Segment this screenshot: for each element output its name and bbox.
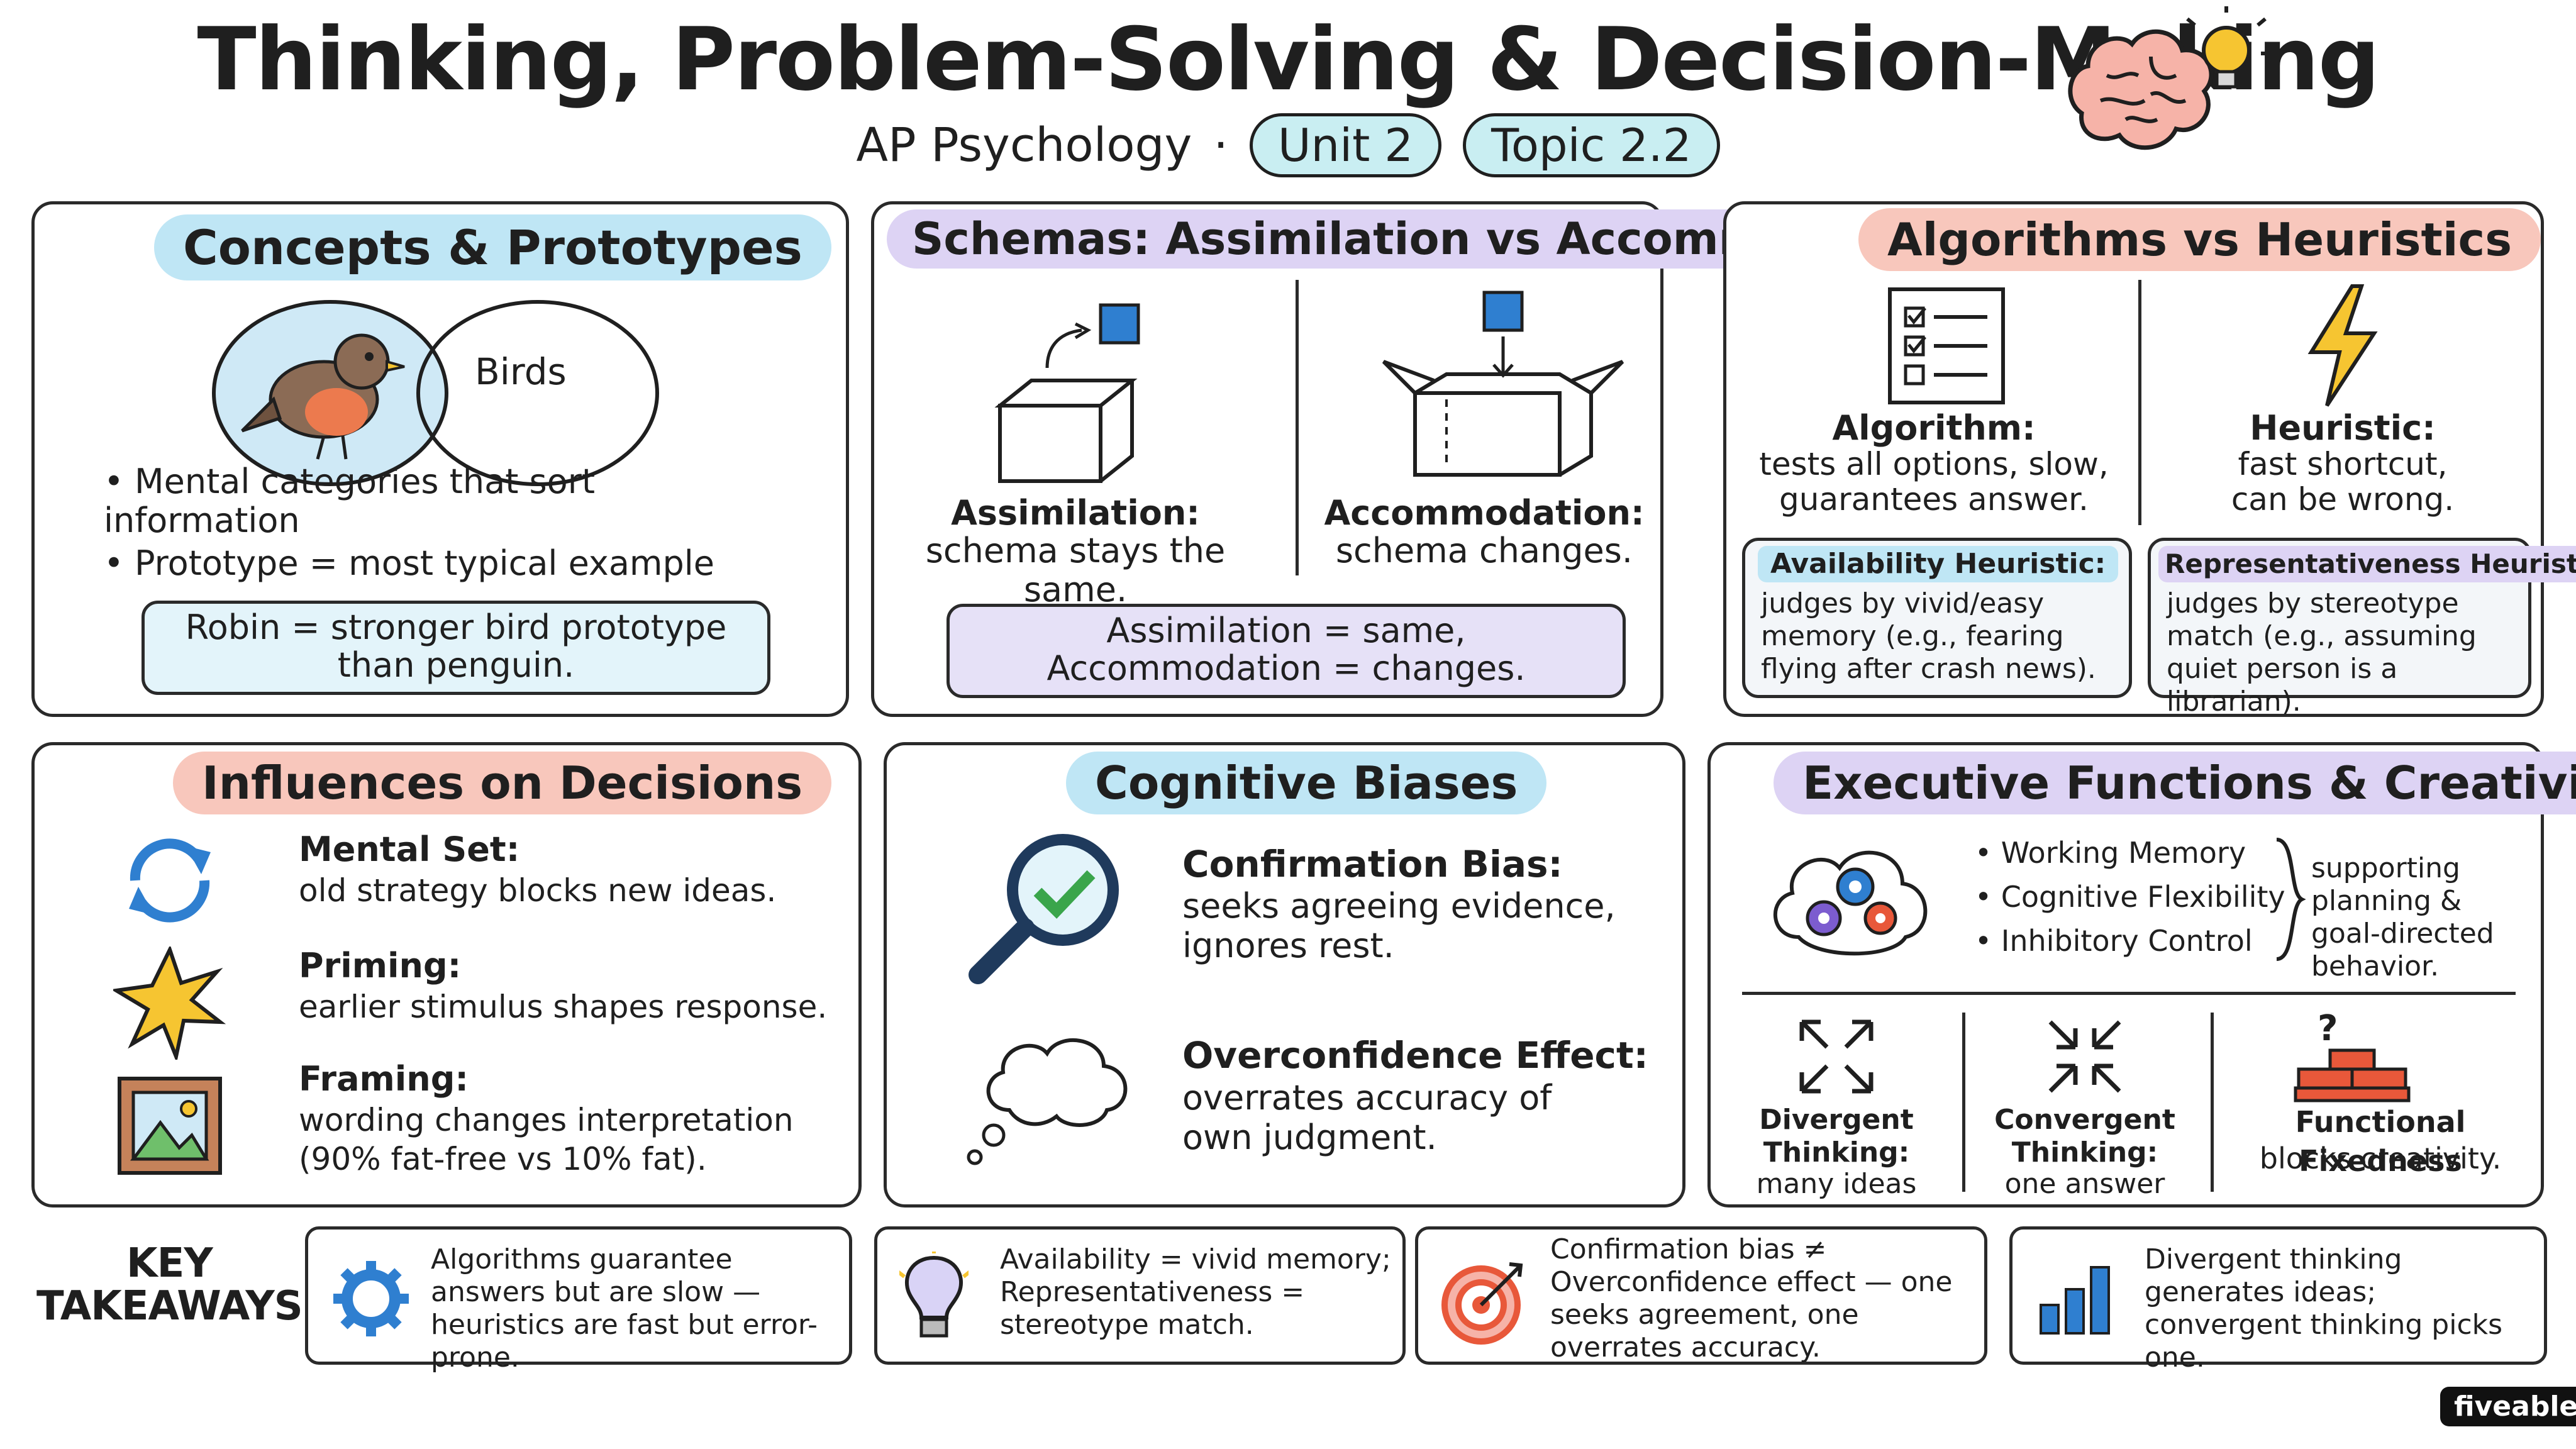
framing-desc: wording changes interpretation (90% fat-… — [299, 1102, 794, 1177]
algorithm-desc-1: tests all options, slow, — [1759, 446, 2109, 482]
takeaway-1-text: Algorithms guarantee answers but are slo… — [431, 1243, 818, 1374]
gears-cloud-icon — [1773, 850, 1928, 956]
target-icon — [1441, 1262, 1523, 1345]
lightning-bolt-icon — [2307, 284, 2378, 407]
takeaway-4-text: Divergent thinking generates ideas; conv… — [2145, 1243, 2503, 1374]
representativeness-title: Representativeness Heuristic: — [2158, 546, 2576, 582]
takeaway-2: Availability = vivid memory; Representat… — [874, 1226, 1406, 1365]
concepts-example-box: Robin = stronger bird prototype than pen… — [142, 601, 770, 695]
key-takeaways-label: KEY TAKEAWAYS — [36, 1240, 303, 1330]
confirmation-bias-desc-1: seeks agreeing evidence, — [1182, 886, 1616, 926]
separator: · — [1213, 118, 1228, 172]
priming-desc: earlier stimulus shapes response. — [299, 989, 828, 1025]
refresh-arrows-icon — [129, 838, 211, 923]
accommodation-desc: schema changes. — [1335, 531, 1633, 570]
schemas-summary-box: Assimilation = same, Accommodation = cha… — [947, 604, 1626, 698]
executive-panel: Executive Functions & Creativity • Worki… — [1707, 742, 2576, 1208]
overconfidence-desc-1: overrates accuracy of — [1182, 1078, 1552, 1118]
confirmation-bias-title: Confirmation Bias: — [1182, 843, 1563, 886]
accommodation-box-icon — [1382, 291, 1624, 477]
framing-title: Framing: — [299, 1059, 469, 1099]
assimilation-desc: schema stays the same. — [925, 531, 1226, 609]
topic-pill: Topic 2.2 — [1463, 113, 1720, 177]
algorithms-header: Algorithms vs Heuristics — [1858, 208, 2541, 271]
availability-title: Availability Heuristic: — [1758, 546, 2119, 582]
concepts-bullet-2: • Prototype = most typical example — [104, 543, 715, 583]
expand-arrows-icon — [1799, 1019, 1874, 1094]
assimilation-box-icon — [994, 303, 1140, 483]
lightbulb-icon — [899, 1252, 969, 1338]
takeaway-3-text: Confirmation bias ≠ Overconfidence effec… — [1550, 1233, 1953, 1363]
concepts-header: Concepts & Prototypes — [154, 214, 831, 280]
overconfidence-desc-2: own judgment. — [1182, 1118, 1437, 1157]
exec-bullet-2: • Cognitive Flexibility — [1975, 880, 2285, 914]
takeaway-3: Confirmation bias ≠ Overconfidence effec… — [1415, 1226, 1987, 1365]
curly-brace — [2276, 838, 2306, 961]
brick-stack-icon — [2294, 1048, 2411, 1102]
convergent-desc: one answer — [2004, 1168, 2165, 1200]
schemas-panel: Schemas: Assimilation vs Accommodation A… — [871, 201, 1979, 717]
page-title: Thinking, Problem-Solving & Decision-Mak… — [197, 9, 2380, 110]
venn-label: Birds — [475, 350, 567, 393]
mental-set-title: Mental Set: — [299, 830, 520, 869]
availability-desc: judges by vivid/easy memory (e.g., feari… — [1761, 587, 2096, 685]
magnifying-glass-check-icon — [969, 834, 1119, 984]
checklist-icon — [1888, 287, 2005, 404]
takeaway-1: Algorithms guarantee answers but are slo… — [305, 1226, 852, 1374]
framed-picture-icon — [118, 1077, 222, 1175]
exec-supporting-text: supporting planning & goal-directed beha… — [2311, 852, 2494, 982]
executive-header: Executive Functions & Creativity — [1774, 752, 2576, 814]
divergent-title: Divergent Thinking: — [1759, 1104, 1914, 1169]
schemas-summary-line-2: Accommodation = changes. — [1046, 648, 1526, 688]
course-label: AP Psychology — [856, 118, 1192, 172]
fiveable-logo[interactable]: fiveable — [2440, 1387, 2576, 1426]
robin-icon — [241, 333, 405, 460]
convergent-title: Convergent Thinking: — [1994, 1104, 2175, 1169]
exec-bullet-1: • Working Memory — [1975, 836, 2246, 870]
brain-lightbulb-icon — [2068, 6, 2270, 150]
heuristic-title: Heuristic: — [2250, 408, 2436, 448]
representativeness-desc: judges by stereotype match (e.g., assumi… — [2167, 587, 2477, 718]
accommodation-title: Accommodation: — [1324, 493, 1645, 533]
assimilation-title: Assimilation: — [951, 493, 1200, 533]
availability-heuristic-box: Availability Heuristic: judges by vivid/… — [1742, 538, 2132, 698]
overconfidence-title: Overconfidence Effect: — [1182, 1034, 1648, 1077]
fixedness-question-mark: ? — [2318, 1008, 2338, 1049]
confirmation-bias-desc-2: ignores rest. — [1182, 926, 1394, 965]
venn-diagram — [212, 300, 659, 486]
mental-set-desc: old strategy blocks new ideas. — [299, 872, 777, 909]
divergent-desc: many ideas — [1756, 1168, 1917, 1200]
concepts-panel: Concepts & Prototypes Birds • Mental cat… — [31, 201, 849, 717]
biases-panel: Cognitive Biases Confirmation Bias: seek… — [884, 742, 1685, 1208]
representativeness-heuristic-box: Representativeness Heuristic: judges by … — [2148, 538, 2576, 718]
unit-pill: Unit 2 — [1249, 113, 1442, 177]
exec-bullet-3: • Inhibitory Control — [1975, 924, 2253, 958]
starburst-icon — [113, 947, 226, 1060]
takeaway-4: Divergent thinking generates ideas; conv… — [2009, 1226, 2547, 1374]
algorithms-panel: Algorithms vs Heuristics Algorithm: test… — [1723, 201, 2576, 718]
subtitle: AP Psychology · Unit 2 Topic 2.2 — [0, 113, 2576, 177]
concepts-bullet-1: • Mental categories that sort informatio… — [104, 462, 596, 540]
bar-chart-icon — [2040, 1266, 2110, 1335]
algorithm-desc-2: guarantees answer. — [1779, 481, 2089, 518]
influences-header: Influences on Decisions — [173, 752, 832, 814]
gear-icon — [333, 1261, 409, 1336]
influences-panel: Influences on Decisions Mental Set: old … — [31, 742, 862, 1208]
converge-arrows-icon — [2048, 1020, 2121, 1093]
takeaway-2-text: Availability = vivid memory; Representat… — [1000, 1243, 1391, 1341]
fixedness-desc: blocks creativity. — [2259, 1141, 2502, 1175]
fixedness-title: Functional Fixedness — [2295, 1105, 2466, 1178]
thought-cloud-icon — [967, 1038, 1128, 1165]
heuristic-desc-2: can be wrong. — [2231, 481, 2455, 518]
heuristic-desc-1: fast shortcut, — [2238, 446, 2448, 482]
schemas-summary-line-1: Assimilation = same, — [1106, 611, 1466, 650]
algorithm-title: Algorithm: — [1832, 408, 2036, 448]
biases-header: Cognitive Biases — [1066, 752, 1547, 814]
priming-title: Priming: — [299, 946, 462, 985]
